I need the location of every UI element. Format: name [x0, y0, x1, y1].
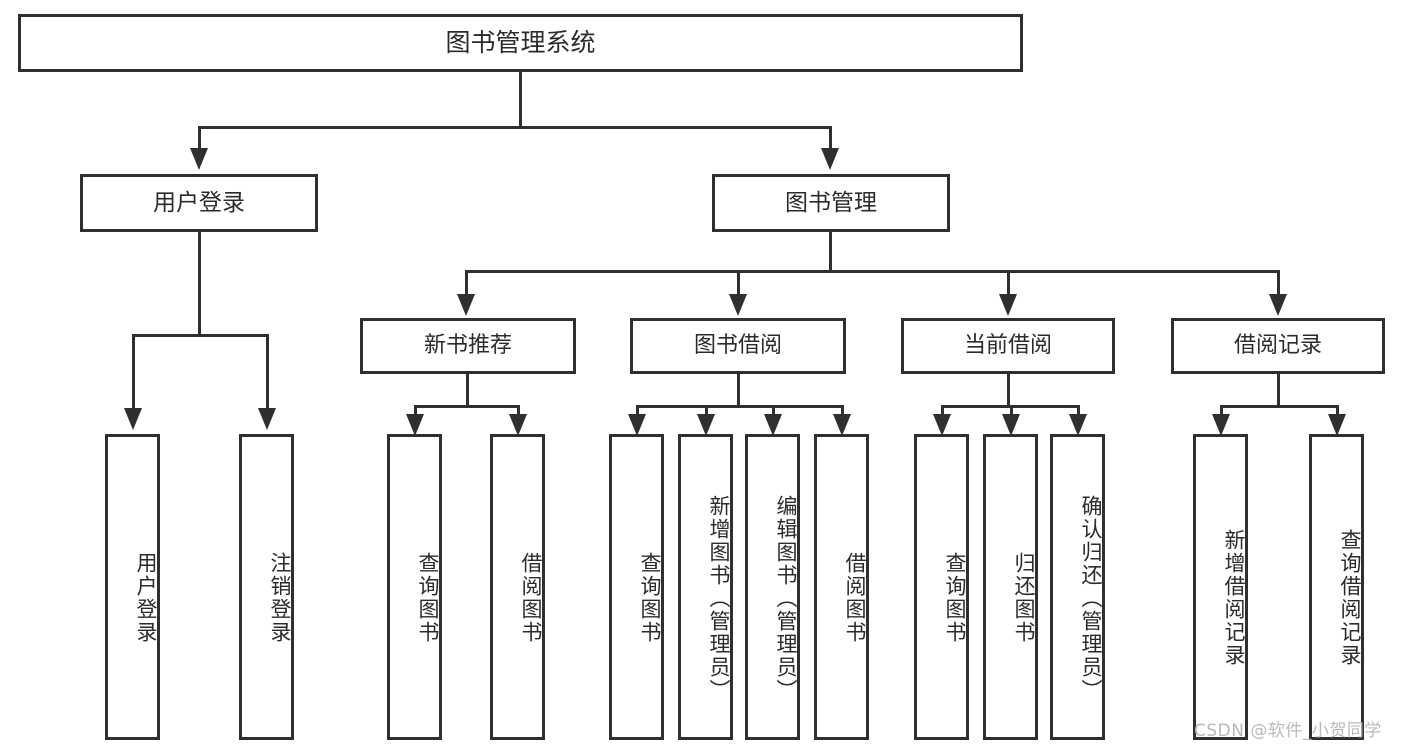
connector-book-manage-to-borrow: [737, 270, 740, 296]
arrow-borrow-record-to-leaf-2: [1328, 414, 1346, 436]
node-label: 借阅图书: [519, 552, 543, 644]
node-label: 查询借阅记录: [1338, 529, 1362, 667]
leaf-new-book-borrow[interactable]: 借阅图书: [490, 434, 545, 740]
connector-book-borrow-to-leaf-4: [841, 405, 844, 417]
arrow-book-borrow-to-leaf-1: [628, 414, 646, 436]
arrow-book-borrow-to-leaf-2: [697, 414, 715, 436]
arrow-user-login-to-leaf-2: [258, 408, 276, 430]
arrow-root-to-user-login: [190, 148, 208, 170]
connector-book-manage-to-new-book: [465, 270, 468, 296]
leaf-user-login-login[interactable]: 用户登录: [105, 434, 160, 740]
connector-book-manage-to-current: [1007, 270, 1010, 296]
connector-borrow-record-to-leaf-1: [1220, 405, 1223, 417]
node-label: 新增借阅记录: [1222, 529, 1246, 667]
connector-book-borrow-split-bar: [636, 405, 844, 408]
node-label: 查询图书: [416, 552, 440, 644]
node-label: 图书管理系统: [445, 27, 596, 57]
connector-book-borrow-to-leaf-3: [772, 405, 775, 417]
connector-user-login-to-leaf-2: [266, 334, 269, 410]
node-label: 借阅记录: [1233, 333, 1322, 359]
node-user-login[interactable]: 用户登录: [80, 174, 318, 232]
arrow-current-borrow-to-leaf-1: [933, 414, 951, 436]
csdn-watermark: CSDN @软件_小贺同学: [1194, 721, 1382, 741]
node-book-borrow[interactable]: 图书借阅: [630, 318, 846, 374]
node-root-system[interactable]: 图书管理系统: [18, 14, 1023, 72]
connector-current-borrow-to-leaf-3: [1077, 405, 1080, 417]
node-label: 用户登录: [153, 189, 245, 216]
connector-new-book-to-leaf-1: [414, 405, 417, 417]
connector-book-manage-to-record: [1277, 270, 1280, 296]
connector-new-book-split-bar: [414, 405, 520, 408]
arrow-book-manage-to-borrow: [729, 294, 747, 316]
leaf-borrow-record-add[interactable]: 新增借阅记录: [1193, 434, 1248, 740]
node-current-borrow[interactable]: 当前借阅: [901, 318, 1115, 374]
leaf-current-borrow-confirm[interactable]: 确认归还（管理员）: [1050, 434, 1105, 740]
connector-root-to-book-manage: [829, 126, 832, 150]
arrow-book-borrow-to-leaf-3: [764, 414, 782, 436]
connector-book-manage-split-bar: [465, 270, 1280, 273]
node-label: 用户登录: [134, 552, 158, 644]
leaf-new-book-query[interactable]: 查询图书: [387, 434, 442, 740]
arrow-new-book-to-leaf-2: [509, 414, 527, 436]
node-label: 归还图书: [1012, 552, 1036, 644]
leaf-book-borrow-borrow[interactable]: 借阅图书: [814, 434, 869, 740]
node-label: 确认归还（管理员）: [1079, 494, 1103, 702]
leaf-user-login-logout[interactable]: 注销登录: [239, 434, 294, 740]
arrow-current-borrow-to-leaf-3: [1069, 414, 1087, 436]
connector-new-book-stem: [466, 374, 469, 407]
connector-book-manage-stem: [829, 232, 832, 272]
node-label: 查询图书: [638, 552, 662, 644]
arrow-new-book-to-leaf-1: [406, 414, 424, 436]
node-label: 借阅图书: [843, 552, 867, 644]
arrow-book-manage-to-record: [1269, 294, 1287, 316]
connector-borrow-record-split-bar: [1220, 405, 1339, 408]
connector-current-borrow-stem: [1007, 374, 1010, 407]
connector-root-to-user-login: [198, 126, 201, 150]
node-label: 图书借阅: [693, 333, 782, 359]
node-label: 当前借阅: [963, 333, 1052, 359]
connector-user-login-to-leaf-1: [132, 334, 135, 410]
leaf-book-borrow-edit[interactable]: 编辑图书（管理员）: [745, 434, 800, 740]
node-book-manage[interactable]: 图书管理: [712, 174, 950, 232]
connector-root-stem: [519, 72, 522, 128]
connector-borrow-record-stem: [1277, 374, 1280, 407]
node-borrow-record[interactable]: 借阅记录: [1171, 318, 1385, 374]
arrow-root-to-book-manage: [821, 148, 839, 170]
leaf-book-borrow-query[interactable]: 查询图书: [609, 434, 664, 740]
connector-root-split-bar: [198, 126, 832, 129]
connector-book-borrow-to-leaf-2: [705, 405, 708, 417]
leaf-borrow-record-query[interactable]: 查询借阅记录: [1309, 434, 1364, 740]
node-new-book-recommend[interactable]: 新书推荐: [360, 318, 576, 374]
arrow-book-manage-to-current: [999, 294, 1017, 316]
arrow-user-login-to-leaf-1: [124, 408, 142, 430]
node-label: 编辑图书（管理员）: [774, 494, 798, 702]
node-label: 新书推荐: [423, 333, 512, 359]
leaf-book-borrow-add[interactable]: 新增图书（管理员）: [678, 434, 733, 740]
connector-book-borrow-stem: [737, 374, 740, 407]
connector-book-borrow-to-leaf-1: [636, 405, 639, 417]
connector-user-login-stem: [198, 232, 201, 336]
leaf-current-borrow-return[interactable]: 归还图书: [983, 434, 1038, 740]
connector-new-book-to-leaf-2: [517, 405, 520, 417]
leaf-current-borrow-query[interactable]: 查询图书: [914, 434, 969, 740]
node-label: 注销登录: [268, 552, 292, 644]
node-label: 图书管理: [785, 189, 877, 216]
connector-user-login-split-bar: [132, 334, 269, 337]
arrow-book-borrow-to-leaf-4: [833, 414, 851, 436]
arrow-current-borrow-to-leaf-2: [1002, 414, 1020, 436]
connector-current-borrow-to-leaf-2: [1010, 405, 1013, 417]
node-label: 查询图书: [943, 552, 967, 644]
arrow-book-manage-to-new-book: [457, 294, 475, 316]
connector-current-borrow-to-leaf-1: [941, 405, 944, 417]
node-label: 新增图书（管理员）: [707, 494, 731, 702]
connector-borrow-record-to-leaf-2: [1336, 405, 1339, 417]
arrow-borrow-record-to-leaf-1: [1212, 414, 1230, 436]
